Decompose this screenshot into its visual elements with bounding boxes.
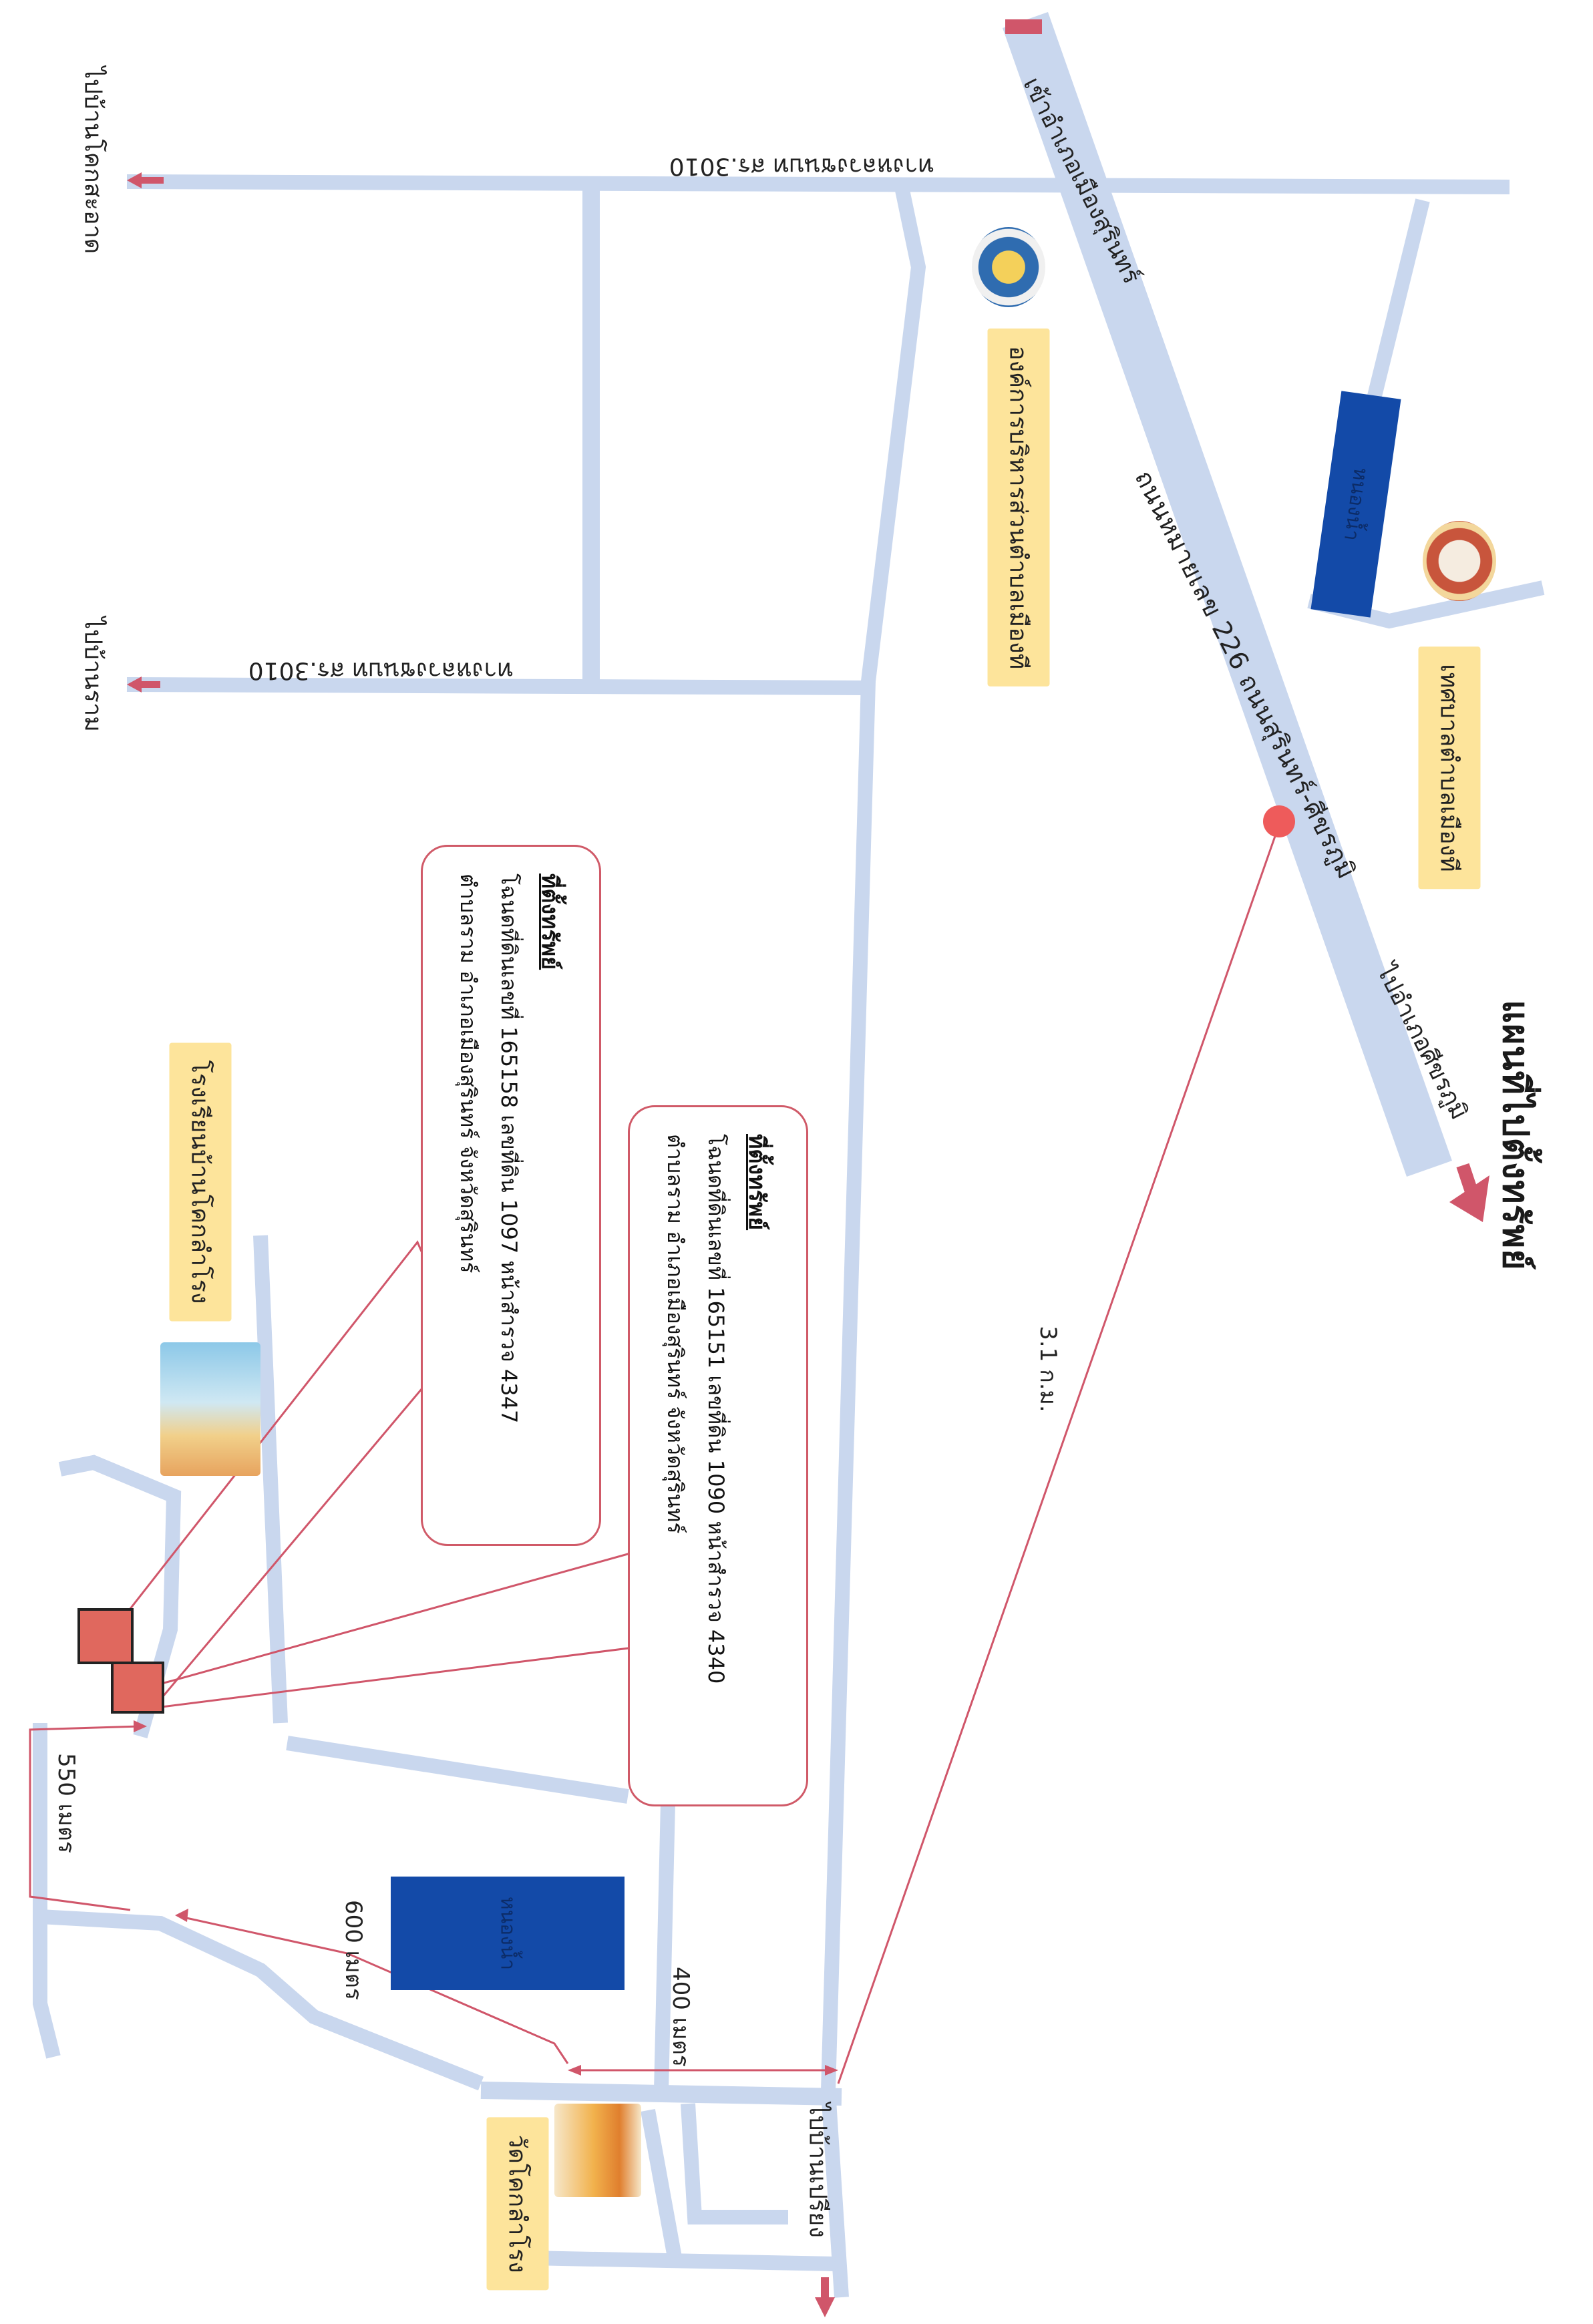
municipality-tag: เทศบาลตำบลเมืองที <box>1418 646 1481 890</box>
callout-2-line1: โฉนดที่ดินเลขที่ 165151 เลขที่ดิน 1090 ห… <box>703 1134 729 1684</box>
callout-2-title: ที่ตั้งทรัพย์ <box>743 1134 770 1231</box>
arrow-highway-bottom <box>1449 1163 1489 1222</box>
road-bottom-g <box>641 2109 682 2259</box>
road-bottom-b <box>286 1736 629 1804</box>
road-bottom-f <box>494 2250 836 2271</box>
school-picture <box>160 1342 260 1476</box>
municipality-emblem-icon <box>1423 521 1496 601</box>
junction-marker <box>1263 805 1295 837</box>
road-school-side <box>253 1235 288 1724</box>
road-3010-top <box>126 174 1510 194</box>
callout-2-line2: ตำบลราม อำเภอเมืองสุรินทร์ จังหวัดสุรินท… <box>663 1134 688 1534</box>
road-3010-top-label: ทางหลวงชนบท สร.3010 <box>669 152 934 180</box>
temple-tag: วัดโคกลำโรง <box>486 2117 549 2291</box>
sao-office-tag: องค์การบริหารส่วนตำบลเมืองที <box>987 328 1050 687</box>
route-600m <box>175 1909 569 2064</box>
route-3-1km <box>837 824 1280 2084</box>
temple-picture <box>554 2104 641 2197</box>
to-ban-khok-sa-at-label: ไปบ้านโคกสะอาด <box>79 66 107 254</box>
pond-bottom: หนองน้ำ <box>391 1877 625 1990</box>
road-bottom-a <box>33 1723 61 2059</box>
route-550m <box>29 1720 147 1911</box>
distance-400m: 400 เมตร <box>667 1966 694 2068</box>
callout-parcel-1090: ที่ตั้งทรัพย์ โฉนดที่ดินเลขที่ 165151 เล… <box>628 1105 808 1806</box>
sao-emblem-icon <box>972 227 1045 307</box>
school-tag: โรงเรียนบ้านโคกลำโรง <box>169 1042 232 1322</box>
highway-226 <box>1003 12 1452 1177</box>
road-bottom-d <box>654 1802 675 2091</box>
arrow-bottom <box>815 2277 835 2317</box>
arrow-top-left <box>127 172 164 188</box>
road-3010-mid-label: ทางหลวงชนบท สร.3010 <box>248 656 514 685</box>
to-ban-ram-label: ไปบ้านราม <box>79 617 107 732</box>
distance-3-1km: 3.1 ก.ม. <box>1035 1326 1061 1412</box>
road-bottom-c <box>39 1909 484 2091</box>
callout-1-title: ที่ตั้งทรัพย์ <box>536 874 563 970</box>
arrow-mid-left <box>127 676 160 693</box>
callout-1-line1: โฉนดที่ดินเลขที่ 165158 เลขที่ดิน 1097 ห… <box>496 874 522 1424</box>
distance-600m: 600 เมตร <box>340 1899 367 2001</box>
distance-550m: 550 เมตร <box>53 1752 79 1854</box>
road-bottom-h <box>681 2103 788 2224</box>
road-bottom-e <box>480 2082 842 2106</box>
pond-bottom-label: หนองน้ำ <box>496 1896 520 1971</box>
road-3010-mid <box>126 677 872 695</box>
to-ban-phriang-label: ไปบ้านเปรียง <box>804 2103 832 2238</box>
map-title: แผนที่ไปตั้งทรัพย์ <box>1495 1000 1537 1271</box>
callout-pointer-2 <box>140 1548 646 1711</box>
route-400m <box>568 2065 838 2076</box>
callout-1-line2: ตำบลราม อำเภอเมืองสุรินทร์ จังหวัดสุรินท… <box>456 874 481 1274</box>
parcel-1090[interactable] <box>111 1662 164 1714</box>
parcel-1097[interactable] <box>77 1608 134 1664</box>
pond-top-label: หนองน้ำ <box>1339 465 1373 543</box>
callout-parcel-1097: ที่ตั้งทรัพย์ โฉนดที่ดินเลขที่ 165158 เล… <box>421 845 601 1546</box>
road-long <box>820 185 926 2298</box>
